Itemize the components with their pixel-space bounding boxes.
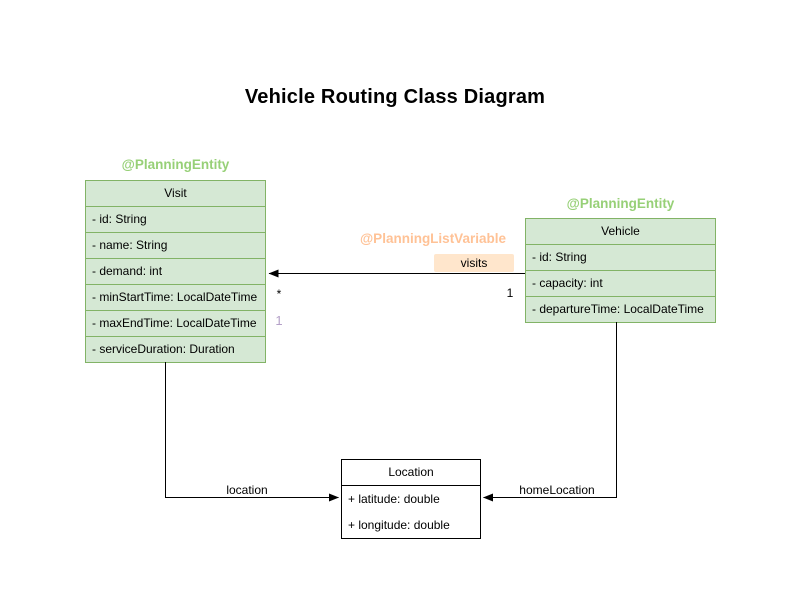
class-location-title: Location (342, 460, 480, 486)
visits-edge-label[interactable]: visits (434, 254, 514, 272)
visit-location-association-line (165, 362, 339, 502)
visit-attribute-minstarttime: - minStartTime: LocalDateTime (86, 285, 265, 311)
vehicle-attribute-capacity: - capacity: int (526, 271, 715, 297)
secondary-multiplicity-label: 1 (274, 313, 284, 328)
diagram-title: Vehicle Routing Class Diagram (244, 86, 546, 108)
location-edge-label[interactable]: location (226, 483, 268, 497)
class-vehicle[interactable]: Vehicle - id: String - capacity: int - d… (525, 218, 716, 323)
class-location[interactable]: Location + latitude: double + longitude:… (341, 459, 481, 539)
visit-planning-entity-annotation: @PlanningEntity (121, 157, 230, 172)
visit-attribute-id: - id: String (86, 207, 265, 233)
visit-attribute-serviceduration: - serviceDuration: Duration (92, 342, 235, 356)
vehicle-attribute-departuretime: - departureTime: LocalDateTime (532, 302, 704, 316)
class-visit-title: Visit (86, 181, 265, 207)
planning-list-variable-annotation: @PlanningListVariable (360, 231, 506, 246)
class-visit[interactable]: Visit - id: String - name: String - dema… (85, 180, 266, 363)
visits-multiplicity-vehicle-end: 1 (505, 286, 515, 300)
location-attribute-latitude: + latitude: double (348, 492, 440, 506)
visit-attribute-demand: - demand: int (86, 259, 265, 285)
class-vehicle-title: Vehicle (526, 219, 715, 245)
homelocation-edge-label[interactable]: homeLocation (519, 483, 595, 497)
visits-multiplicity-visit-end: * (275, 287, 283, 301)
location-attribute-longitude: + longitude: double (348, 518, 450, 532)
vehicle-homelocation-association-line (483, 322, 617, 502)
vehicle-attribute-id: - id: String (526, 245, 715, 271)
visit-attribute-maxendtime: - maxEndTime: LocalDateTime (86, 311, 265, 337)
vehicle-planning-entity-annotation: @PlanningEntity (566, 196, 675, 211)
visit-attribute-name: - name: String (86, 233, 265, 259)
